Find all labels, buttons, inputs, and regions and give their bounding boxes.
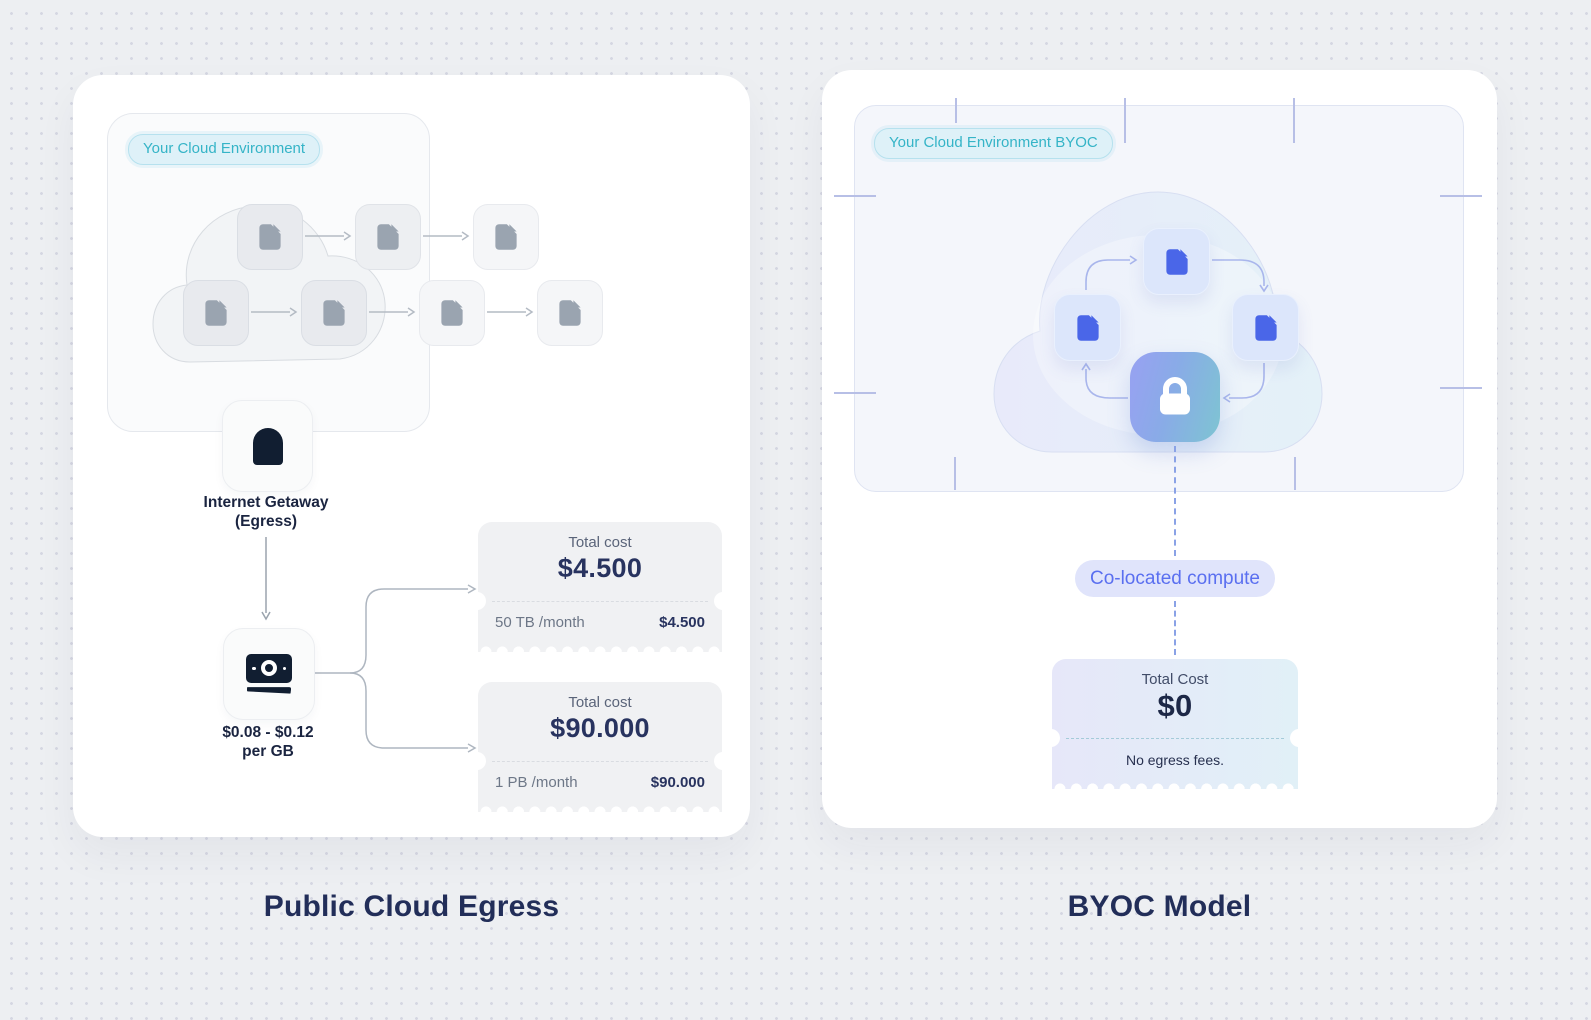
door-icon — [252, 427, 283, 465]
file-tile — [473, 204, 539, 270]
receipt-divider — [492, 601, 708, 602]
gateway-label: Internet Getaway (Egress) — [166, 493, 366, 531]
file-icon — [255, 222, 285, 252]
file-icon — [491, 222, 521, 252]
public-cloud-card: Your Cloud Environment — [73, 75, 750, 837]
byoc-cost-receipt: Total Cost $0 No egress fees. — [1042, 659, 1308, 789]
file-icon — [555, 298, 585, 328]
gateway-label-line1: Internet Getaway — [203, 494, 329, 511]
file-tile — [1054, 294, 1121, 361]
receipt-divider — [492, 761, 708, 762]
co-located-compute-badge: Co-located compute — [1075, 560, 1275, 597]
receipt-notch — [1290, 729, 1308, 747]
file-tile — [301, 280, 367, 346]
receipt-amount: $90.000 — [650, 774, 705, 791]
byoc-card: Your Cloud Environment BYOC — [822, 70, 1497, 828]
internet-gateway-card — [222, 400, 313, 492]
receipt-note: No egress fees. — [1125, 751, 1225, 768]
dashed-connector — [1174, 601, 1176, 655]
receipt-total: $4.500 — [557, 553, 643, 583]
file-icon — [1251, 313, 1281, 343]
file-icon — [373, 222, 403, 252]
scalloped-edge — [478, 803, 722, 812]
file-tile — [419, 280, 485, 346]
scalloped-edge — [1052, 780, 1298, 789]
tick-mark — [954, 457, 956, 490]
co-located-compute-label: Co-located compute — [1089, 568, 1261, 589]
right-panel-title: BYOC Model — [1067, 890, 1252, 923]
receipt-notch — [714, 592, 732, 610]
dashed-connector — [1174, 446, 1176, 556]
environment-badge: Your Cloud Environment — [128, 134, 321, 165]
banknote-icon — [246, 654, 292, 694]
environment-badge-label: Your Cloud Environment — [143, 140, 306, 157]
receipt-usage: 50 TB /month — [495, 614, 585, 631]
receipt-label: Total Cost — [1141, 671, 1209, 688]
scalloped-edge — [478, 643, 722, 652]
receipt-notch — [468, 752, 486, 770]
gateway-label-line2: (Egress) — [234, 513, 298, 530]
file-tile — [537, 280, 603, 346]
secure-compute-tile — [1130, 352, 1220, 442]
lock-icon — [1160, 377, 1190, 415]
receipt-usage: 1 PB /month — [495, 774, 578, 791]
receipt-label: Total cost — [568, 534, 632, 551]
cost-receipt-1pb: Total cost $90.000 1 PB /month $90.000 — [468, 682, 732, 812]
tick-mark — [834, 392, 876, 394]
tick-mark — [834, 195, 876, 197]
file-tile — [1232, 294, 1299, 361]
file-tile — [237, 204, 303, 270]
egress-price-card — [223, 628, 315, 720]
receipt-notch — [468, 592, 486, 610]
price-label-line2: per GB — [242, 743, 294, 760]
receipt-notch — [714, 752, 732, 770]
price-label: $0.08 - $0.12 per GB — [168, 723, 368, 761]
environment-badge: Your Cloud Environment BYOC — [874, 128, 1113, 159]
left-panel-title: Public Cloud Egress — [263, 890, 560, 923]
tick-mark — [1294, 457, 1296, 490]
receipt-total: $0 — [1157, 688, 1193, 723]
file-icon — [1073, 313, 1103, 343]
tick-mark — [955, 98, 957, 123]
file-tile — [1143, 228, 1210, 295]
file-icon — [437, 298, 467, 328]
file-tile — [355, 204, 421, 270]
tick-mark — [1440, 195, 1482, 197]
tick-mark — [1293, 98, 1295, 143]
receipt-divider — [1066, 738, 1284, 739]
cost-receipt-50tb: Total cost $4.500 50 TB /month $4.500 — [468, 522, 732, 652]
receipt-label: Total cost — [568, 694, 632, 711]
receipt-amount: $4.500 — [659, 614, 705, 631]
tick-mark — [1440, 387, 1482, 389]
file-icon — [319, 298, 349, 328]
receipt-total: $90.000 — [550, 713, 650, 743]
tick-mark — [1124, 98, 1126, 143]
price-label-line1: $0.08 - $0.12 — [222, 724, 314, 741]
receipt-notch — [1042, 729, 1060, 747]
environment-badge-label: Your Cloud Environment BYOC — [889, 134, 1098, 151]
file-icon — [1162, 247, 1192, 277]
file-icon — [201, 298, 231, 328]
file-tile — [183, 280, 249, 346]
